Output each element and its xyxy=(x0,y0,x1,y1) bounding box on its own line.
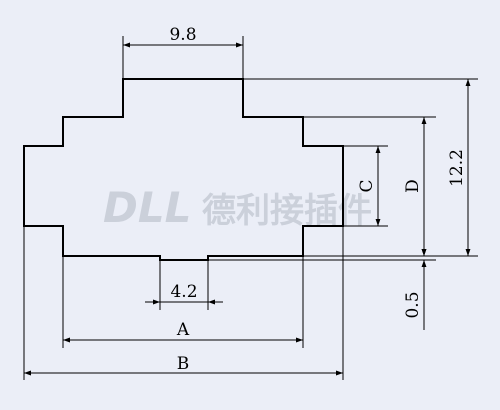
dimension-b: B xyxy=(24,354,343,376)
dimension-height: 12.2 xyxy=(447,79,471,256)
dim-label-height: 12.2 xyxy=(447,149,467,187)
dim-label-offset: 0.5 xyxy=(403,291,423,318)
connector-outline xyxy=(23,78,344,261)
dimension-offset: 0.5 xyxy=(403,238,427,330)
dim-label-top-width: 9.8 xyxy=(169,25,196,45)
dimension-c: C xyxy=(357,146,381,226)
watermark-latin: DLL xyxy=(103,183,191,232)
dim-label-c: C xyxy=(357,179,377,192)
dimension-top-width: 9.8 xyxy=(123,25,243,48)
dimension-bottom-notch: 4.2 xyxy=(145,282,223,305)
watermark-cjk: 德利接插件 xyxy=(202,191,372,231)
dim-label-bottom-notch: 4.2 xyxy=(170,282,197,302)
dim-label-b: B xyxy=(177,354,190,374)
dim-label-d: D xyxy=(403,179,423,193)
extension-lines xyxy=(23,36,478,380)
watermark: DLL 德利接插件 xyxy=(103,183,372,232)
dimension-d: D xyxy=(403,117,427,256)
dimension-a: A xyxy=(63,320,303,343)
dim-label-a: A xyxy=(176,320,190,340)
